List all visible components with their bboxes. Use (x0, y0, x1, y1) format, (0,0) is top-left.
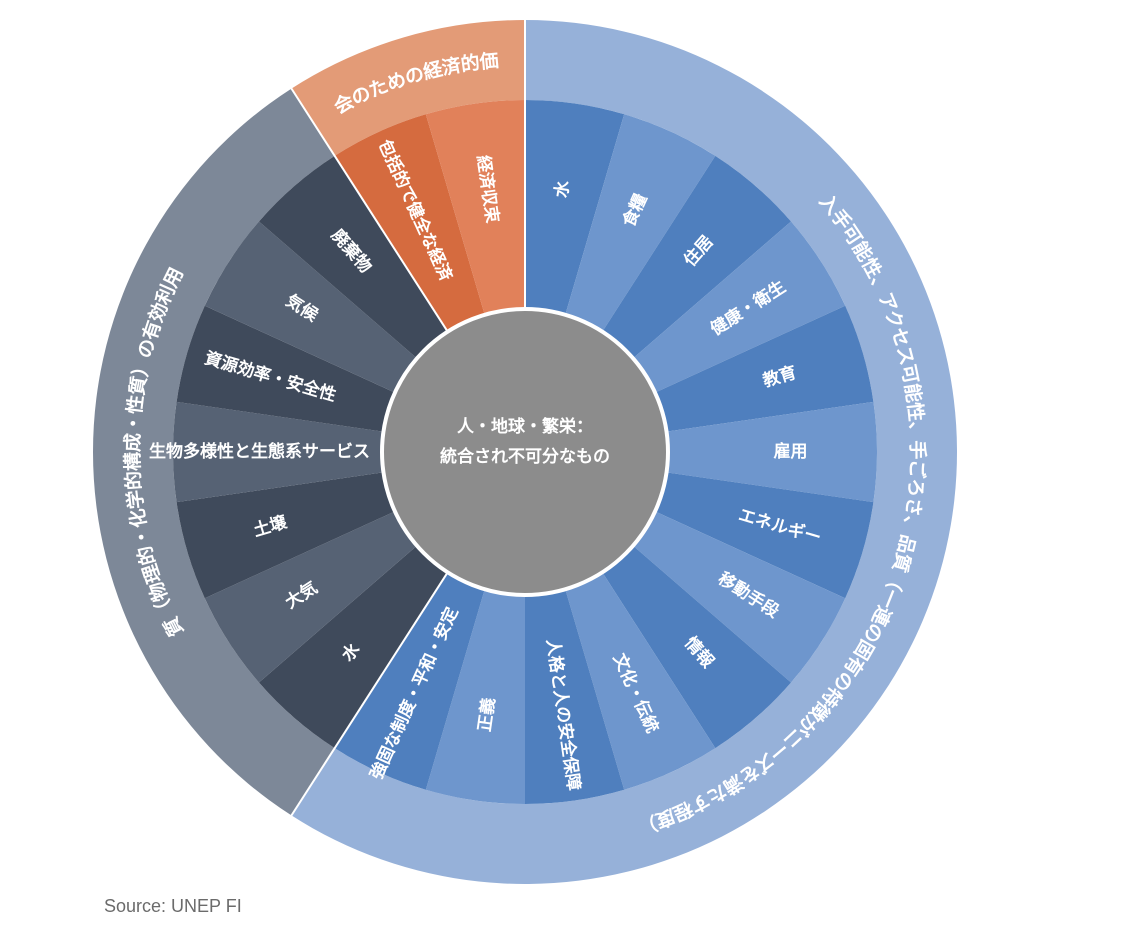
segment-label: 雇用 (774, 441, 808, 462)
segment-orange-22 (425, 100, 525, 315)
center-title-line2: 統合され不可分なもの (440, 446, 610, 467)
segment-gray-20 (258, 155, 448, 359)
segment-blue-1 (525, 100, 625, 315)
segment-blue-3 (602, 155, 792, 359)
center-title-line1: 人・地球・繁栄： (457, 416, 593, 437)
segment-label: 生物多様性と生態系サービス (149, 441, 370, 462)
segment-blue-5 (655, 305, 874, 432)
center-hub: 人・地球・繁栄： 統合され不可分なもの (380, 307, 670, 597)
outer-ring-blue (291, 20, 957, 885)
segment-label: 水 (551, 178, 574, 199)
outer-ring-gray (92, 88, 335, 816)
outer-ring-orange (291, 20, 525, 156)
segment-orange-21 (334, 114, 485, 332)
segment-gray-14 (258, 545, 448, 749)
source-caption: Source: UNEP FI (104, 896, 242, 916)
segment-blue-2 (565, 114, 716, 332)
segment-gray-15 (204, 511, 417, 683)
group-separator (289, 571, 449, 818)
segment-label: 正義 (474, 696, 500, 733)
segment-blue-11 (525, 589, 625, 804)
segment-gray-16 (176, 472, 395, 599)
outer-ring-layer (92, 20, 957, 885)
segment-layer (173, 100, 878, 804)
divider-layer (289, 18, 526, 818)
segment-blue-7 (655, 472, 874, 599)
segment-blue-10 (565, 572, 716, 790)
segment-blue-9 (602, 545, 792, 749)
segment-blue-12 (425, 589, 525, 804)
segment-blue-8 (633, 511, 846, 683)
segment-blue-6 (666, 401, 878, 503)
segment-blue-4 (633, 221, 846, 393)
group-separator (289, 86, 449, 333)
segment-blue-13 (334, 572, 485, 790)
segment-gray-18 (176, 305, 395, 432)
segment-gray-19 (204, 221, 417, 393)
segment-gray-17 (173, 401, 384, 503)
